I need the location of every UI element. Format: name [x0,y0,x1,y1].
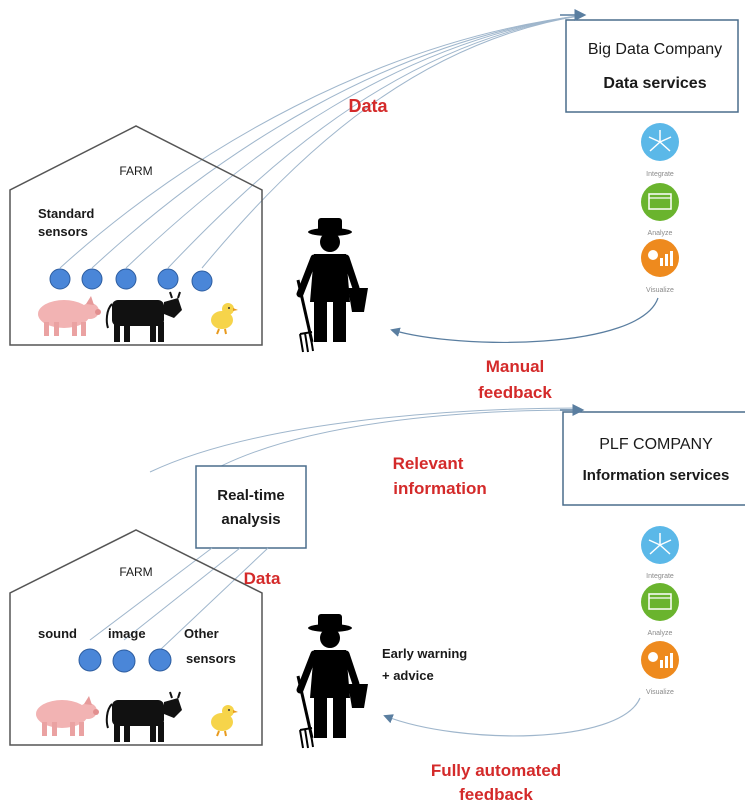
sensor-dot [115,268,137,290]
big-data-company-service: Data services [603,75,706,92]
plf-company-name: PLF COMPANY [599,436,713,453]
farmer-icon [298,218,368,352]
relevant-info-label-2: information [393,479,487,498]
sensor-dot [112,649,136,673]
automated-feedback-arrow [383,697,641,737]
manual-feedback-arrow [390,297,659,343]
integrate-label-bottom: Integrate [646,573,674,580]
visualize-label: Visualize [646,287,674,294]
real-time-analysis-box [195,465,307,549]
bottom-service-icons: Integrate Analyze Visualize [641,526,679,696]
sensor-dot [78,648,102,672]
sensor-dot [49,268,71,290]
sensor-row-top [49,268,213,292]
integrate-label: Integrate [646,171,674,178]
farm-building-bottom [9,529,263,746]
farm-label-bottom: FARM [119,565,152,579]
other-sensors-label-1: Other [184,626,219,641]
automated-feedback-label-1: Fully automated [431,761,561,780]
cow-icon [105,291,183,343]
big-data-company-box [565,19,739,113]
real-time-analysis-label-1: Real-time [217,487,285,504]
early-warning-label-2: + advice [382,668,434,683]
sound-label: sound [38,626,77,641]
analyze-label: Analyze [648,230,673,237]
big-data-company-name: Big Data Company [588,41,722,58]
standard-sensors-label-1: Standard [38,206,94,221]
sensor-row-bottom [78,648,172,673]
farmer-icon-bottom [298,614,368,748]
manual-feedback-label-2: feedback [478,383,552,402]
sensor-dot [157,268,179,290]
chart-window-icon [641,183,679,221]
pig-icon-bottom [36,696,99,736]
relevant-info-lines [149,407,581,481]
automated-feedback-label-2: feedback [459,785,533,804]
other-sensors-label-2: sensors [186,651,236,666]
image-label: image [108,626,146,641]
sensor-to-analysis-lines [89,547,269,651]
visualize-label-bottom: Visualize [646,689,674,696]
sensor-dot [81,268,103,290]
early-warning-label-1: Early warning [382,646,467,661]
cow-icon-bottom [105,691,183,743]
data-flow-label: Data [348,96,388,116]
sensor-dot [191,270,213,292]
real-time-analysis-label-2: analysis [221,511,280,528]
data-flow-label-bottom: Data [244,569,281,588]
manual-feedback-label-1: Manual [486,357,545,376]
chart-window-icon [641,583,679,621]
pig-icon [38,296,101,336]
sensor-dot [148,648,172,672]
chick-icon-bottom [210,704,239,737]
plf-company-service: Information services [583,467,730,484]
plf-company-box [562,411,745,506]
standard-sensors-label-2: sensors [38,224,88,239]
farm-label: FARM [119,164,152,178]
relevant-info-label-1: Relevant [393,454,464,473]
farm-building [9,125,263,346]
top-service-icons: Integrate Analyze Visualize [641,123,679,294]
analyze-label-bottom: Analyze [648,630,673,637]
chick-icon [210,302,239,335]
data-flow-lines [59,14,586,269]
